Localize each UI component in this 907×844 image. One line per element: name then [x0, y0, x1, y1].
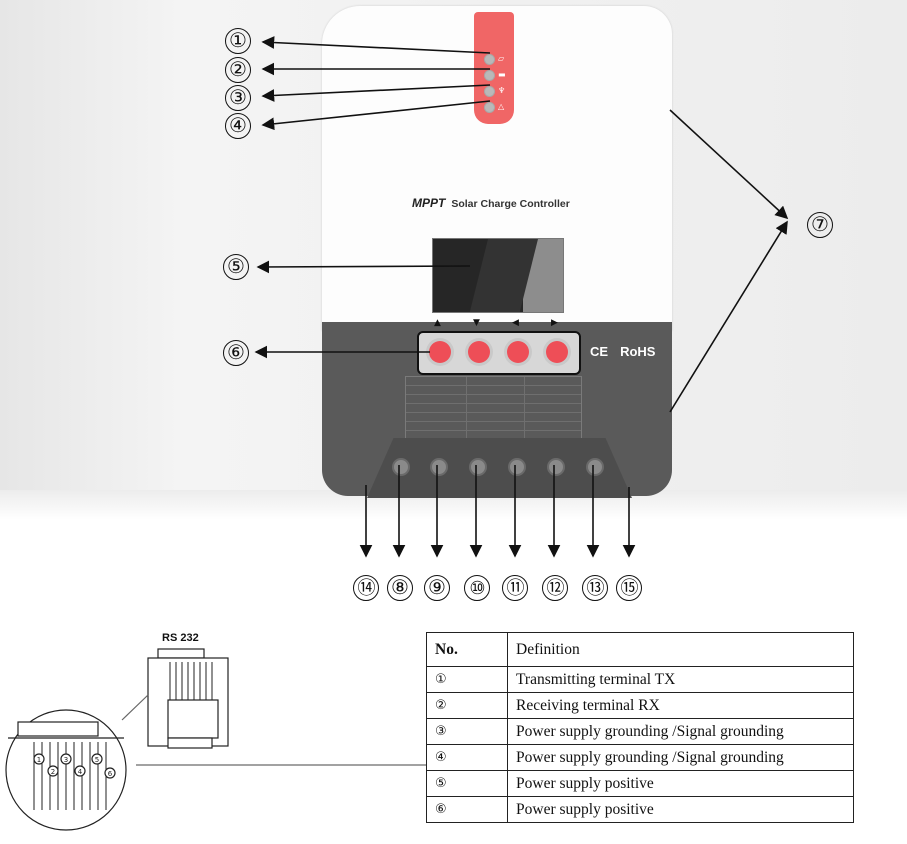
warning-icon: △ — [498, 102, 505, 111]
led-3 — [484, 86, 495, 97]
callout-7: ⑦ — [807, 212, 833, 238]
pin-label-2: 2 — [51, 768, 55, 776]
header-definition: Definition — [507, 632, 854, 667]
table-row: ⑤ Power supply positive — [426, 770, 854, 797]
terminal-port — [469, 458, 487, 476]
callout-11: ⑪ — [502, 575, 528, 601]
callout-1: ① — [225, 28, 251, 54]
callout-12: ⑫ — [542, 575, 568, 601]
table-row: ① Transmitting terminal TX — [426, 666, 854, 693]
callout-14: ⑭ — [353, 575, 379, 601]
left-arrow-icon: ◀ — [512, 318, 519, 328]
table-row: ④ Power supply grounding /Signal groundi… — [426, 744, 854, 771]
header-no: No. — [426, 632, 508, 667]
left-button[interactable] — [507, 341, 529, 363]
pin-2 — [47, 765, 59, 777]
row-no: ③ — [426, 718, 508, 745]
terminal-port — [392, 458, 410, 476]
row-definition: Receiving terminal RX — [507, 692, 854, 719]
row-definition: Transmitting terminal TX — [507, 666, 854, 693]
pin-label-6: 6 — [108, 770, 113, 778]
spec-label-plate — [405, 376, 582, 442]
up-button[interactable] — [429, 341, 451, 363]
battery-icon: ▬ — [498, 70, 506, 79]
pin-3 — [60, 753, 72, 765]
terminal-port — [586, 458, 604, 476]
led-4 — [484, 102, 495, 113]
up-arrow-icon: ▲ — [434, 318, 441, 328]
callout-6: ⑥ — [223, 340, 249, 366]
solar-panel-icon: ▱ — [498, 54, 505, 63]
down-button[interactable] — [468, 341, 490, 363]
rohs-mark: RoHS — [620, 344, 656, 359]
control-button-panel — [417, 331, 581, 375]
device-brand-label: MPPT Solar Charge Controller — [412, 196, 570, 210]
callout-13: ⑬ — [582, 575, 608, 601]
callout-9: ⑨ — [424, 575, 450, 601]
row-definition: Power supply grounding /Signal grounding — [507, 744, 854, 771]
terminal-port — [430, 458, 448, 476]
callout-8: ⑧ — [387, 575, 413, 601]
pin-definition-table: No. Definition ① Transmitting terminal T… — [426, 632, 854, 823]
pin-4 — [74, 765, 86, 777]
row-no: ② — [426, 692, 508, 719]
rs232-label: RS 232 — [162, 632, 199, 644]
row-no: ④ — [426, 744, 508, 771]
brand-title: Solar Charge Controller — [451, 198, 570, 210]
callout-3: ③ — [225, 85, 251, 111]
row-no: ⑤ — [426, 770, 508, 797]
pin-1 — [33, 753, 45, 765]
row-definition: Power supply positive — [507, 796, 854, 823]
load-icon: ♆ — [498, 86, 506, 95]
callout-2: ② — [225, 57, 251, 83]
pin-label-4: 4 — [78, 768, 83, 776]
pin-label-3: 3 — [64, 756, 68, 764]
terminal-port — [508, 458, 526, 476]
callout-10: ⑩ — [464, 575, 490, 601]
led-2 — [484, 70, 495, 81]
pin-label-5: 5 — [95, 756, 99, 764]
certification-marks: CE RoHS — [590, 344, 655, 359]
pin-6 — [104, 767, 116, 779]
down-arrow-icon: ▼ — [473, 318, 480, 328]
row-no: ① — [426, 666, 508, 693]
callout-5: ⑤ — [223, 254, 249, 280]
led-1 — [484, 54, 495, 65]
table-row: ② Receiving terminal RX — [426, 692, 854, 719]
connector-latch — [157, 648, 205, 659]
right-button[interactable] — [546, 341, 568, 363]
table-header-row: No. Definition — [426, 632, 854, 667]
right-arrow-icon: ▶ — [551, 318, 558, 328]
led-indicator-strip: ▱ ▬ ♆ △ — [474, 12, 514, 124]
row-no: ⑥ — [426, 796, 508, 823]
callout-4: ④ — [225, 113, 251, 139]
table-row: ③ Power supply grounding /Signal groundi… — [426, 718, 854, 745]
pin-5 — [91, 753, 103, 765]
row-definition: Power supply grounding /Signal grounding — [507, 718, 854, 745]
pin-label-1: 1 — [37, 756, 41, 764]
callout-15: ⑮ — [616, 575, 642, 601]
brand-prefix: MPPT — [412, 196, 446, 210]
ce-mark: CE — [590, 344, 609, 359]
rs232-connector-illustration: 1 2 3 4 5 6 — [5, 648, 229, 831]
table-row: ⑥ Power supply positive — [426, 796, 854, 823]
terminal-port — [547, 458, 565, 476]
row-definition: Power supply positive — [507, 770, 854, 797]
lcd-display — [432, 238, 564, 313]
